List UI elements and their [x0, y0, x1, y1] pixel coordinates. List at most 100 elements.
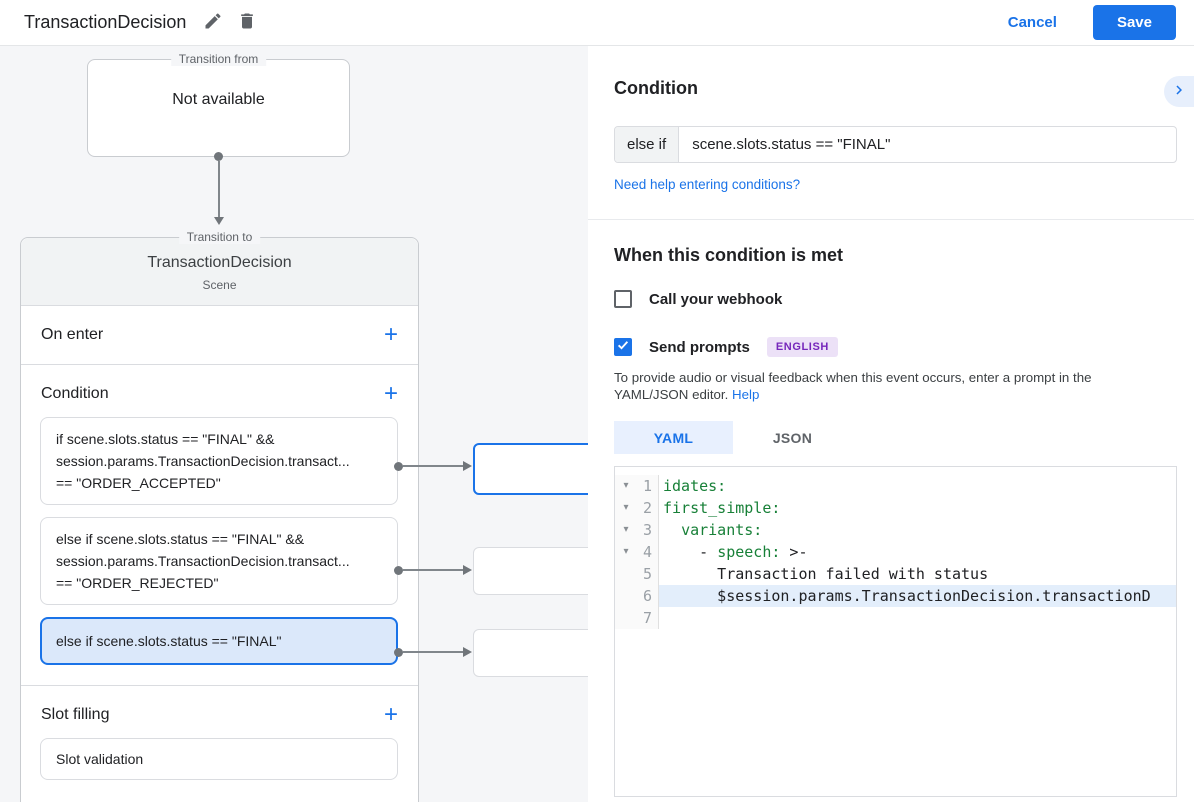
condition-editor-panel: Condition else if scene.slots.status == …: [588, 46, 1194, 802]
editor-gutter: ▾4: [615, 541, 659, 563]
transition-to-box: Transition to TransactionDecision Scene …: [20, 230, 419, 802]
add-slot-icon[interactable]: +: [383, 701, 398, 728]
condition-section-header: Condition +: [21, 365, 418, 417]
code-token-plain: Transaction failed with status: [663, 565, 989, 583]
condition-connector-arrow: [394, 647, 472, 657]
tab-yaml[interactable]: YAML: [614, 421, 733, 454]
code-token-key: idates:: [663, 477, 727, 495]
condition-expression-value[interactable]: scene.slots.status == "FINAL": [692, 136, 891, 153]
language-badge: ENGLISH: [766, 337, 838, 357]
fold-arrow-icon[interactable]: ▾: [623, 502, 629, 513]
line-number: 2: [642, 499, 652, 517]
edit-button[interactable]: [196, 6, 230, 40]
connector-dot: [394, 647, 403, 657]
fold-arrow-icon[interactable]: ▾: [623, 546, 629, 557]
send-prompts-label: Send prompts: [649, 338, 750, 356]
line-number: 4: [642, 543, 652, 561]
line-number: 1: [642, 477, 652, 495]
code-text[interactable]: [659, 607, 1176, 629]
transition-from-value: Not available: [172, 91, 265, 108]
connector-line: [403, 465, 463, 467]
connector-line: [403, 569, 463, 571]
editor-gutter: 7: [615, 607, 659, 629]
add-on-enter-icon[interactable]: +: [383, 321, 398, 348]
arrowhead-icon: [463, 461, 472, 471]
code-text[interactable]: variants:: [659, 519, 1176, 541]
cancel-button[interactable]: Cancel: [992, 6, 1073, 39]
checkmark-icon: [616, 338, 630, 357]
scene-subtitle: Scene: [202, 278, 237, 292]
code-text[interactable]: $session.params.TransactionDecision.tran…: [659, 585, 1176, 607]
code-line[interactable]: ▾ 2 first_simple:: [615, 497, 1176, 519]
send-prompts-checkbox[interactable]: [614, 338, 632, 356]
editor-format-tabs: YAML JSON: [614, 421, 1194, 454]
code-line[interactable]: ▾4 - speech: >-: [615, 541, 1176, 563]
editor-gutter: 6: [615, 585, 659, 607]
code-token-key: speech:: [717, 543, 781, 561]
arrowhead-icon: [213, 217, 224, 225]
code-token-plain: >-: [780, 543, 808, 561]
arrowhead-icon: [463, 565, 472, 575]
transition-from-box: Transition from Not available: [87, 52, 350, 157]
code-text[interactable]: idates:: [659, 475, 1176, 497]
save-button[interactable]: Save: [1092, 5, 1176, 40]
line-number: 5: [642, 565, 652, 583]
when-condition-heading: When this condition is met: [614, 245, 843, 265]
condition-connector-arrow: [394, 565, 472, 575]
webhook-checkbox[interactable]: [614, 290, 632, 308]
condition-card-selected[interactable]: else if scene.slots.status == "FINAL": [40, 617, 398, 665]
fold-arrow-icon[interactable]: ▾: [623, 480, 629, 491]
condition-card[interactable]: else if scene.slots.status == "FINAL" &&…: [40, 517, 398, 605]
code-text[interactable]: - speech: >-: [659, 541, 1176, 563]
topbar: TransactionDecision Cancel Save: [0, 0, 1194, 46]
trash-icon: [237, 11, 257, 34]
transition-target-box-selected[interactable]: [473, 443, 588, 495]
slot-filling-label: Slot filling: [41, 706, 110, 723]
conditions-help-link[interactable]: Need help entering conditions?: [614, 177, 801, 192]
code-line[interactable]: ▾3 variants:: [615, 519, 1176, 541]
code-line[interactable]: ▾ 1 idates:: [615, 475, 1176, 497]
scene-title: TransactionDecision: [147, 254, 292, 271]
scene-header: TransactionDecision Scene: [21, 238, 418, 306]
code-text[interactable]: first_simple:: [659, 497, 1176, 519]
pencil-icon: [203, 11, 223, 34]
help-link[interactable]: Help: [732, 387, 760, 402]
condition-connector-arrow: [394, 461, 472, 471]
line-number: 7: [642, 609, 652, 627]
transition-target-box[interactable]: [473, 547, 588, 595]
line-number: 6: [642, 587, 652, 605]
section-divider: [21, 685, 418, 686]
code-token-key: first_simple:: [663, 499, 781, 517]
collapse-panel-button[interactable]: [1164, 76, 1194, 107]
transition-connector-arrow: [213, 152, 224, 225]
add-condition-icon[interactable]: +: [383, 380, 398, 407]
prompt-helper-text: To provide audio or visual feedback when…: [614, 369, 1168, 403]
editor-gutter: ▾3: [615, 519, 659, 541]
slot-filling-section-header: Slot filling +: [21, 686, 418, 738]
condition-prefix-label: else if: [615, 127, 680, 162]
code-line[interactable]: 7: [615, 607, 1176, 629]
fold-arrow-icon[interactable]: ▾: [623, 524, 629, 535]
transition-target-box[interactable]: [473, 629, 588, 677]
slot-validation-card[interactable]: Slot validation: [40, 738, 398, 780]
code-token-key: variants:: [681, 521, 763, 539]
delete-button[interactable]: [230, 6, 264, 40]
condition-expression-input[interactable]: else if scene.slots.status == "FINAL": [614, 126, 1177, 163]
transition-from-label: Transition from: [170, 52, 267, 66]
code-line[interactable]: 6 $session.params.TransactionDecision.tr…: [615, 585, 1176, 607]
webhook-label: Call your webhook: [649, 290, 783, 308]
condition-card[interactable]: if scene.slots.status == "FINAL" && sess…: [40, 417, 398, 505]
condition-section-label: Condition: [41, 385, 109, 402]
scene-diagram-canvas: Transition from Not available Transition…: [0, 46, 588, 802]
condition-card-list: if scene.slots.status == "FINAL" && sess…: [21, 417, 418, 685]
chevron-right-icon: [1170, 81, 1188, 102]
code-text[interactable]: Transaction failed with status: [659, 563, 1176, 585]
call-webhook-row: Call your webhook: [614, 290, 1168, 308]
tab-json[interactable]: JSON: [772, 429, 813, 446]
connector-dot: [214, 152, 223, 161]
arrowhead-icon: [463, 647, 472, 657]
code-line[interactable]: 5 Transaction failed with status: [615, 563, 1176, 585]
panel-divider: [588, 219, 1194, 220]
